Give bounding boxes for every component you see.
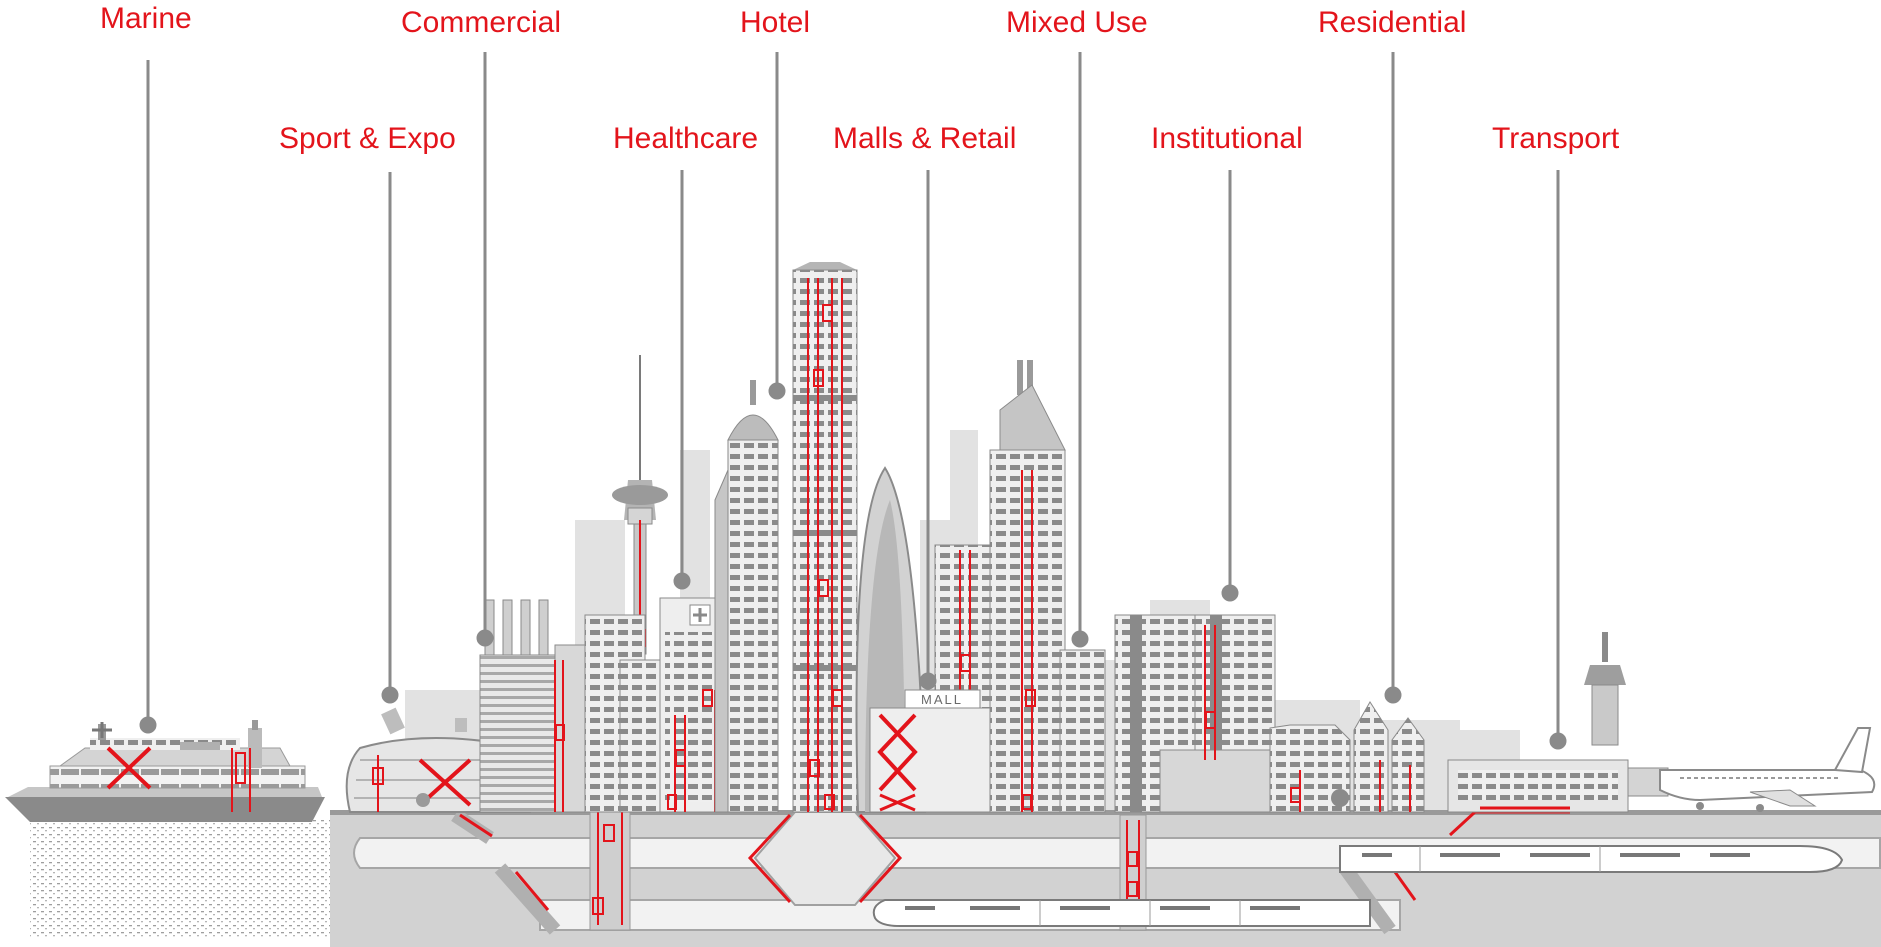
leader-mixed-use: [1071, 52, 1089, 648]
institutional-building: [1114, 614, 1276, 813]
airplane: [1659, 727, 1876, 812]
leader-hotel: [768, 52, 786, 400]
leader-transport: [1549, 170, 1567, 750]
upper-train: [1339, 845, 1844, 873]
leader-commercial: [476, 52, 494, 647]
leader-residential: [1384, 52, 1402, 704]
leader-marine: [139, 60, 157, 734]
label-institutional[interactable]: Institutional: [1151, 122, 1303, 155]
mall-sign: MALL: [921, 692, 963, 707]
label-mixed-use[interactable]: Mixed Use: [1006, 6, 1148, 39]
label-malls-retail[interactable]: Malls & Retail: [833, 122, 1017, 155]
hotel-tower: [792, 262, 858, 813]
label-transport[interactable]: Transport: [1492, 122, 1620, 155]
label-hotel[interactable]: Hotel: [740, 6, 811, 39]
marine-cruise-ship: [5, 720, 330, 938]
lower-train: [872, 899, 1371, 927]
leader-healthcare: [673, 170, 691, 590]
leader-sport-expo: [381, 172, 399, 704]
leader-malls-retail: [919, 170, 937, 690]
label-residential[interactable]: Residential: [1318, 6, 1467, 39]
leader-institutional: [1221, 170, 1239, 602]
label-marine[interactable]: Marine: [100, 2, 192, 35]
transport-airport: [1447, 632, 1876, 813]
domed-tower: [714, 380, 779, 813]
commercial-factory: [479, 599, 586, 813]
label-healthcare[interactable]: Healthcare: [613, 122, 759, 155]
residential-houses: [1269, 701, 1425, 813]
label-sport-expo[interactable]: Sport & Expo: [279, 122, 456, 155]
leader-lines: [139, 52, 1567, 750]
mixed-use-tower: [989, 360, 1106, 813]
medical-cross-icon: [689, 604, 711, 626]
label-commercial[interactable]: Commercial: [401, 6, 562, 39]
